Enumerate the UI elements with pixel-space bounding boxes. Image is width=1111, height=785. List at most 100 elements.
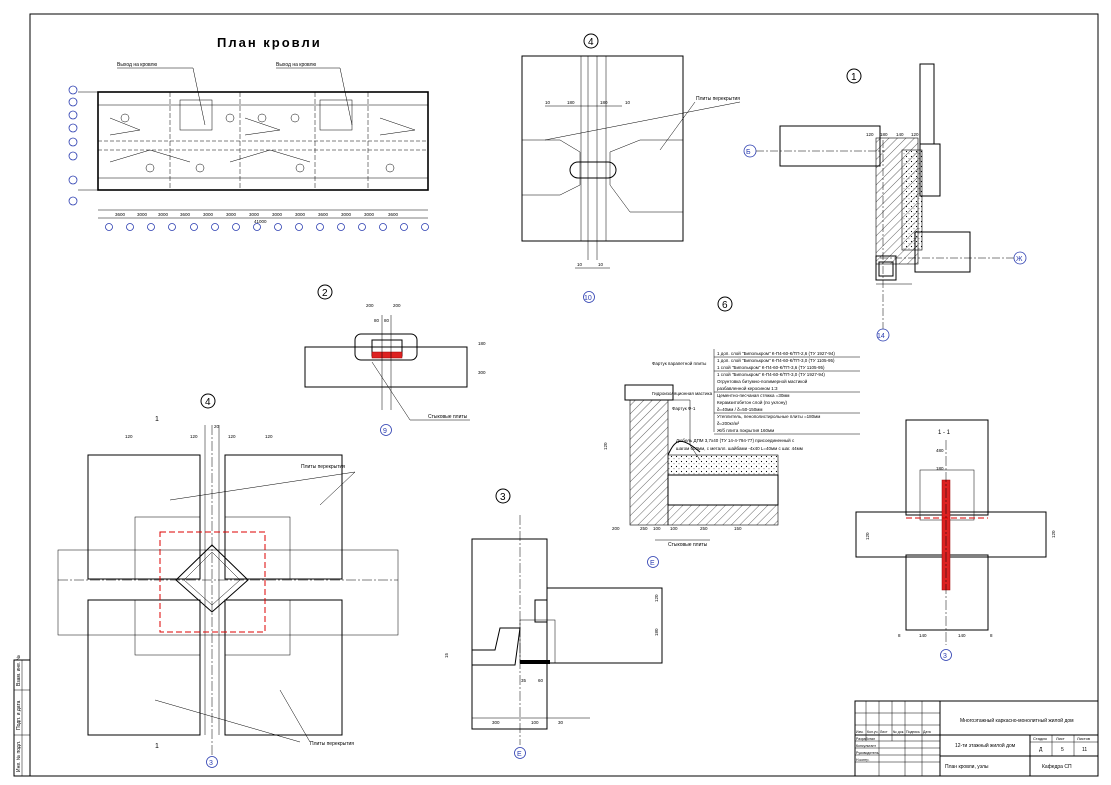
plan-dim-2: 3000 xyxy=(137,212,148,217)
tb-stage-header: Стадия xyxy=(1033,736,1047,741)
svg-text:10: 10 xyxy=(625,100,631,105)
svg-text:140: 140 xyxy=(919,633,927,638)
roof-layer-12: Ж/б плита покрытия 160мм xyxy=(717,428,774,433)
svg-text:10: 10 xyxy=(545,100,551,105)
detail-3-axis: Е xyxy=(517,751,522,758)
detail-5-axis: 10 xyxy=(584,295,592,302)
plan-bottom-dims: 3600 3000 3000 3600 3000 3000 3000 3000 … xyxy=(98,209,429,231)
svg-text:180: 180 xyxy=(936,466,944,471)
plan-dim-4: 3600 xyxy=(180,212,191,217)
tb-col-6: Дата xyxy=(923,730,931,734)
tb-sheets: 11 xyxy=(1082,747,1087,753)
svg-text:200: 200 xyxy=(612,526,620,531)
tb-col-3: Лист xyxy=(880,730,888,734)
tb-col-4: № док. xyxy=(893,730,904,734)
svg-text:180: 180 xyxy=(600,100,608,105)
roof-layer-9: δ=40мм / δ=50-150мм xyxy=(717,407,762,412)
svg-text:100: 100 xyxy=(531,720,539,725)
svg-text:120: 120 xyxy=(603,442,608,450)
roof-layer-8: Керамзитобетон слой (по уклону) xyxy=(717,399,787,405)
svg-text:120: 120 xyxy=(1051,530,1056,538)
sheet-frame xyxy=(29,13,1099,777)
tb-stage: Д xyxy=(1039,747,1043,753)
detail-6-apron: Фартук Ф-1 xyxy=(672,406,696,411)
roof-layer-7: Цементно-песчаная стяжка =30мм xyxy=(717,393,790,398)
detail-2-axis: 9 xyxy=(383,428,387,435)
section-axis: 3 xyxy=(943,653,947,660)
tb-role-1: Разработал xyxy=(856,737,875,741)
detail-1-axis-c: 14 xyxy=(877,333,885,340)
svg-text:120: 120 xyxy=(911,132,919,137)
detail-4-note-top: Плиты перекрытия xyxy=(301,464,345,470)
roof-layer-5: Огрунтовка битумно-полимерной мастикой xyxy=(717,378,808,384)
roof-plan: План кровли Выход на кровлю Выход на кро… xyxy=(68,35,429,231)
plan-dim-6: 3000 xyxy=(226,212,237,217)
plan-dim-10: 3600 xyxy=(318,212,329,217)
svg-text:20: 20 xyxy=(214,424,220,429)
svg-text:10: 10 xyxy=(577,262,583,267)
detail-3-number: 3 xyxy=(500,492,506,503)
roof-layer-6: разбавленной керосином 1:3 xyxy=(717,385,778,391)
svg-text:120: 120 xyxy=(125,434,133,439)
side-stamp-inv: Инв. № подл. xyxy=(16,741,22,772)
svg-text:120: 120 xyxy=(866,132,874,137)
tb-col-5: Подпись xyxy=(906,730,920,734)
svg-text:120: 120 xyxy=(265,434,273,439)
detail-2-number: 2 xyxy=(322,288,328,299)
dowel-note-2: шагом 600мм, с металл. шайбами -4х40 L=4… xyxy=(676,445,803,451)
svg-text:180: 180 xyxy=(654,628,659,636)
svg-text:180: 180 xyxy=(567,100,575,105)
side-stamp-replace: Взам. инв. № xyxy=(16,655,22,686)
tb-role-4: Н.контр. xyxy=(856,758,869,762)
svg-text:15: 15 xyxy=(444,652,449,658)
roof-layer-4: 1 слой "Биполькром" К-П4-60-К/ТП-3,0 (ТУ… xyxy=(717,371,825,377)
svg-text:140: 140 xyxy=(896,132,904,137)
tb-drawing-name: План кровли, узлы xyxy=(945,764,989,770)
plan-exit-left-label: Выход на кровлю xyxy=(117,62,157,68)
svg-text:250: 250 xyxy=(700,526,708,531)
svg-text:120: 120 xyxy=(228,434,236,439)
detail-4-axis: 3 xyxy=(209,760,213,767)
svg-text:120: 120 xyxy=(865,532,870,540)
detail-5: 4 10 180 180 10 Плиты перекрытия 10 10 1… xyxy=(521,33,740,303)
svg-text:200: 200 xyxy=(366,303,374,308)
detail-4-number: 4 xyxy=(205,397,211,408)
tb-sheet-header: Лист xyxy=(1056,736,1065,741)
svg-text:150: 150 xyxy=(734,526,742,531)
roof-layer-1: 1 доп. слой "Биполькром" К-П4-60-К/ТП-2,… xyxy=(717,350,835,356)
detail-section-1-1: 1 - 1 480 180 120 120 140 140 8 8 3 xyxy=(855,419,1056,661)
svg-text:180: 180 xyxy=(880,132,888,137)
svg-text:30: 30 xyxy=(558,720,564,725)
svg-text:480: 480 xyxy=(936,448,944,453)
roof-layer-11: δ=200кг/м³ xyxy=(717,421,740,426)
tb-sheet: 5 xyxy=(1061,747,1064,753)
svg-text:8: 8 xyxy=(990,633,993,638)
svg-text:180: 180 xyxy=(478,341,486,346)
svg-text:250: 250 xyxy=(640,526,648,531)
tb-sheet-desc: 12-ти этажный жилой дом xyxy=(955,742,1016,749)
detail-4: 4 1 1 120 120 120 120 20 Плиты перекрыти… xyxy=(57,393,399,768)
detail-1-axis-b: Ж xyxy=(1016,256,1023,263)
svg-text:300: 300 xyxy=(478,370,486,375)
roof-layer-3: 1 слой "Биполькром" К-П4-60-К/ТП-3,6 (ТУ… xyxy=(717,364,825,370)
detail-4-note-bottom: Плиты перекрытия xyxy=(310,741,354,747)
detail-1-number: 1 xyxy=(851,72,857,83)
plan-dim-11: 3000 xyxy=(341,212,352,217)
roof-layers-list: 1 доп. слой "Биполькром" К-П4-60-К/ТП-2,… xyxy=(713,349,860,435)
tb-org: Кафедра СП xyxy=(1042,764,1072,770)
svg-text:140: 140 xyxy=(958,633,966,638)
plan-dim-5: 3000 xyxy=(203,212,214,217)
detail-6-note-bot: Стыковые плиты xyxy=(668,542,708,548)
main-title: План кровли xyxy=(217,35,322,50)
svg-text:10: 10 xyxy=(598,262,604,267)
side-stamp: Инв. № подл. Подп. и дата Взам. инв. № xyxy=(13,655,31,777)
tb-project: Многоэтажный каркасно-монолитный жилой д… xyxy=(960,717,1074,724)
tb-sheets-header: Листов xyxy=(1077,736,1090,741)
detail-4-section-bottom: 1 xyxy=(155,743,159,750)
tb-col-2: Кол.уч. xyxy=(867,730,878,734)
svg-text:100: 100 xyxy=(653,526,661,531)
tb-role-3: Руководитель xyxy=(856,751,879,755)
svg-text:200: 200 xyxy=(393,303,401,308)
svg-text:35: 35 xyxy=(521,678,527,683)
roof-layer-2: 1 доп. слой "Биполькром" К-П4-60-К/ТП-3,… xyxy=(717,357,835,363)
